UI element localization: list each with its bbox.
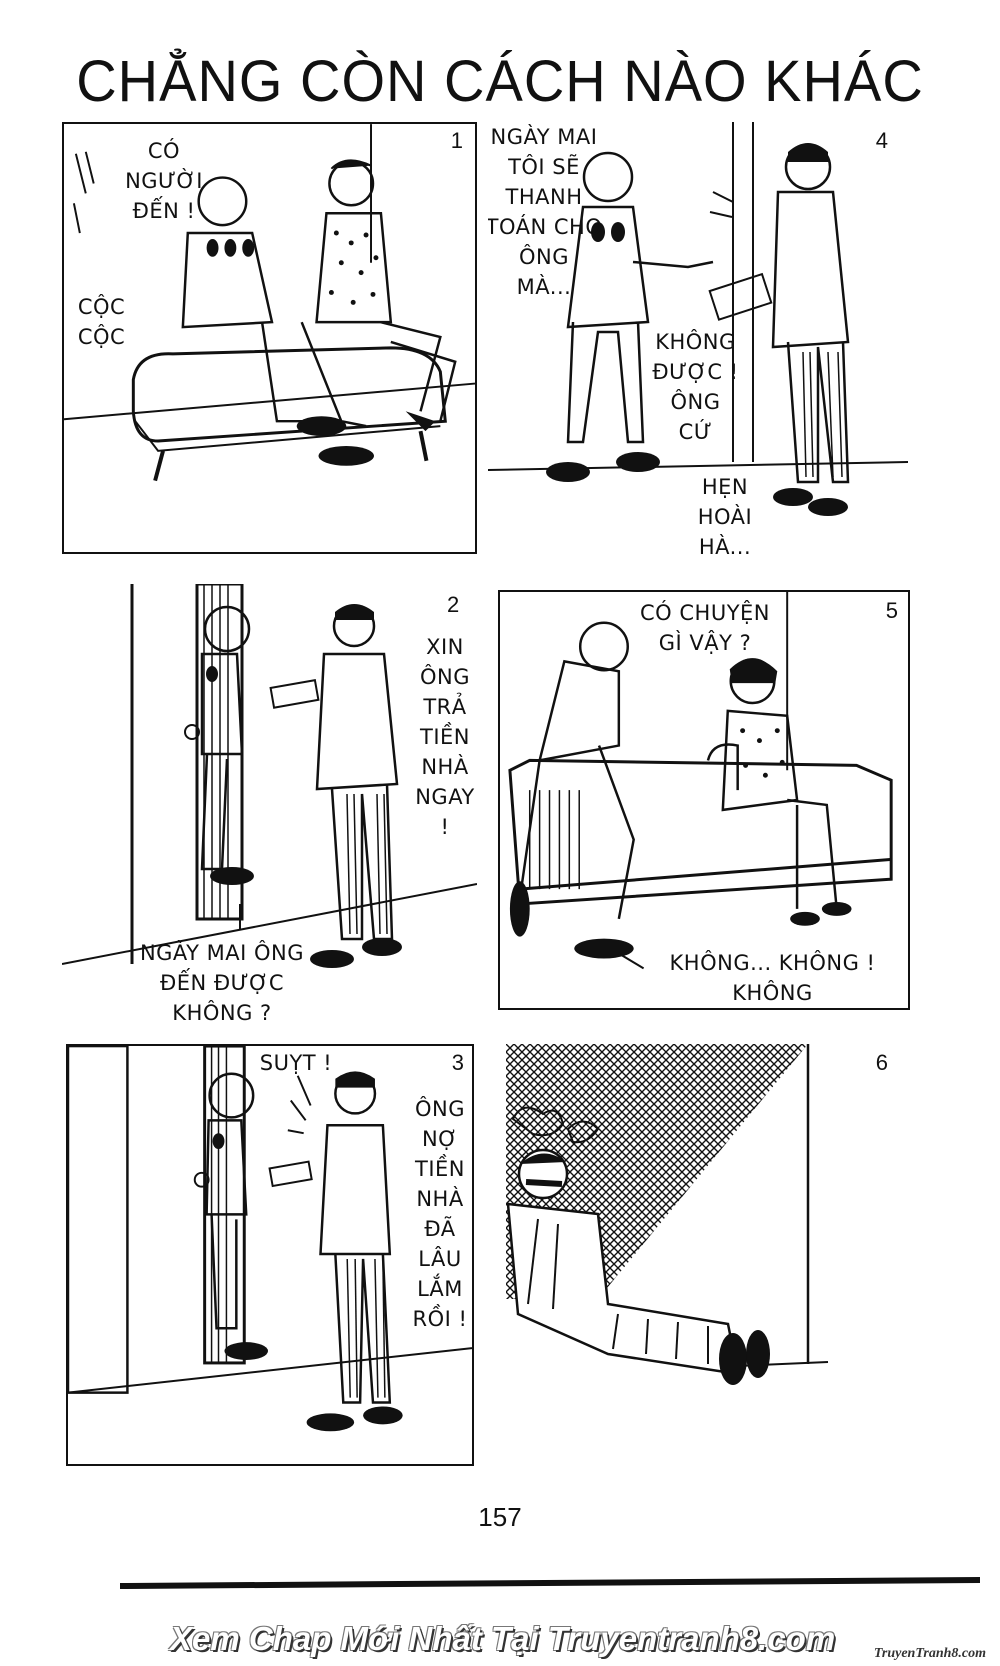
panel-3-speech-2: ÔNG NỢ TIỀN NHÀ ĐÃ LÂU LẮM RỒI ! bbox=[412, 1097, 468, 1331]
panel-4-speech-2: KHÔNG ĐƯỢC ! ÔNG CỨ bbox=[652, 330, 739, 444]
watermark-logo: TruyenTranh8.com bbox=[873, 1646, 986, 1661]
comic-panel-4: NGÀY MAI TÔI SẼ THANH TOÁN CHO ÔNG MÀ...… bbox=[488, 122, 928, 554]
comic-panel-2: XIN ÔNG TRẢ TIỀN NHÀ NGAY ! NGÀY MAI ÔNG… bbox=[62, 584, 477, 1024]
panel-2-speech-2: NGÀY MAI ÔNG ĐẾN ĐƯỢC KHÔNG ? bbox=[139, 941, 305, 1024]
panel-2-speech-1: XIN ÔNG TRẢ TIỀN NHÀ NGAY ! bbox=[415, 635, 475, 839]
comic-panel-6: 6 bbox=[498, 1044, 928, 1466]
panel-1-speech-1: CÓ NGƯỜI ĐẾN ! bbox=[125, 139, 203, 223]
panel-3-art bbox=[68, 1046, 472, 1432]
panel-6-number: 6 bbox=[875, 1050, 888, 1075]
panel-4-number: 4 bbox=[875, 128, 888, 153]
panel-5-number: 5 bbox=[885, 598, 898, 623]
panel-3-number: 3 bbox=[451, 1050, 464, 1075]
panel-4-art bbox=[488, 122, 909, 516]
panel-3-speech-1: SUỴT ! bbox=[259, 1051, 333, 1075]
page-title: CHẲNG CÒN CÁCH NÀO KHÁC bbox=[76, 47, 924, 114]
comic-panel-1: CÓ NGƯỜI ĐẾN ! CỘC CỘC 1 bbox=[62, 122, 477, 554]
panel-5-speech-2: KHÔNG... KHÔNG ! KHÔNG CÓ CHUYỆN GÌ ĐÂU … bbox=[669, 951, 876, 1005]
panel-1-speech-2: CỘC CỘC bbox=[77, 295, 126, 349]
panel-5-art bbox=[508, 592, 893, 970]
panel-2-art bbox=[62, 584, 477, 968]
page-number: 157 bbox=[478, 1502, 522, 1532]
panel-6-art bbox=[506, 1044, 829, 1385]
comic-panel-5: CÓ CHUYỆN GÌ VẬY ? KHÔNG... KHÔNG ! KHÔN… bbox=[498, 590, 910, 1010]
footer-divider bbox=[120, 1576, 980, 1590]
comic-panel-3: SUỴT ! ÔNG NỢ TIỀN NHÀ ĐÃ LÂU LẮM RỒI ! … bbox=[66, 1044, 474, 1466]
panel-4-speech-1: NGÀY MAI TÔI SẼ THANH TOÁN CHO ÔNG MÀ... bbox=[488, 125, 603, 299]
panel-1-art bbox=[64, 124, 475, 482]
panel-2-number: 2 bbox=[447, 592, 460, 617]
panel-5-speech-1: CÓ CHUYỆN GÌ VẬY ? bbox=[640, 601, 770, 655]
panel-4-speech-3: HẸN HOÀI HÀ... bbox=[697, 475, 753, 554]
watermark-banner: Xem Chap Mới Nhất Tại Truyentranh8.com bbox=[170, 1620, 836, 1657]
panel-1-number: 1 bbox=[450, 128, 463, 153]
